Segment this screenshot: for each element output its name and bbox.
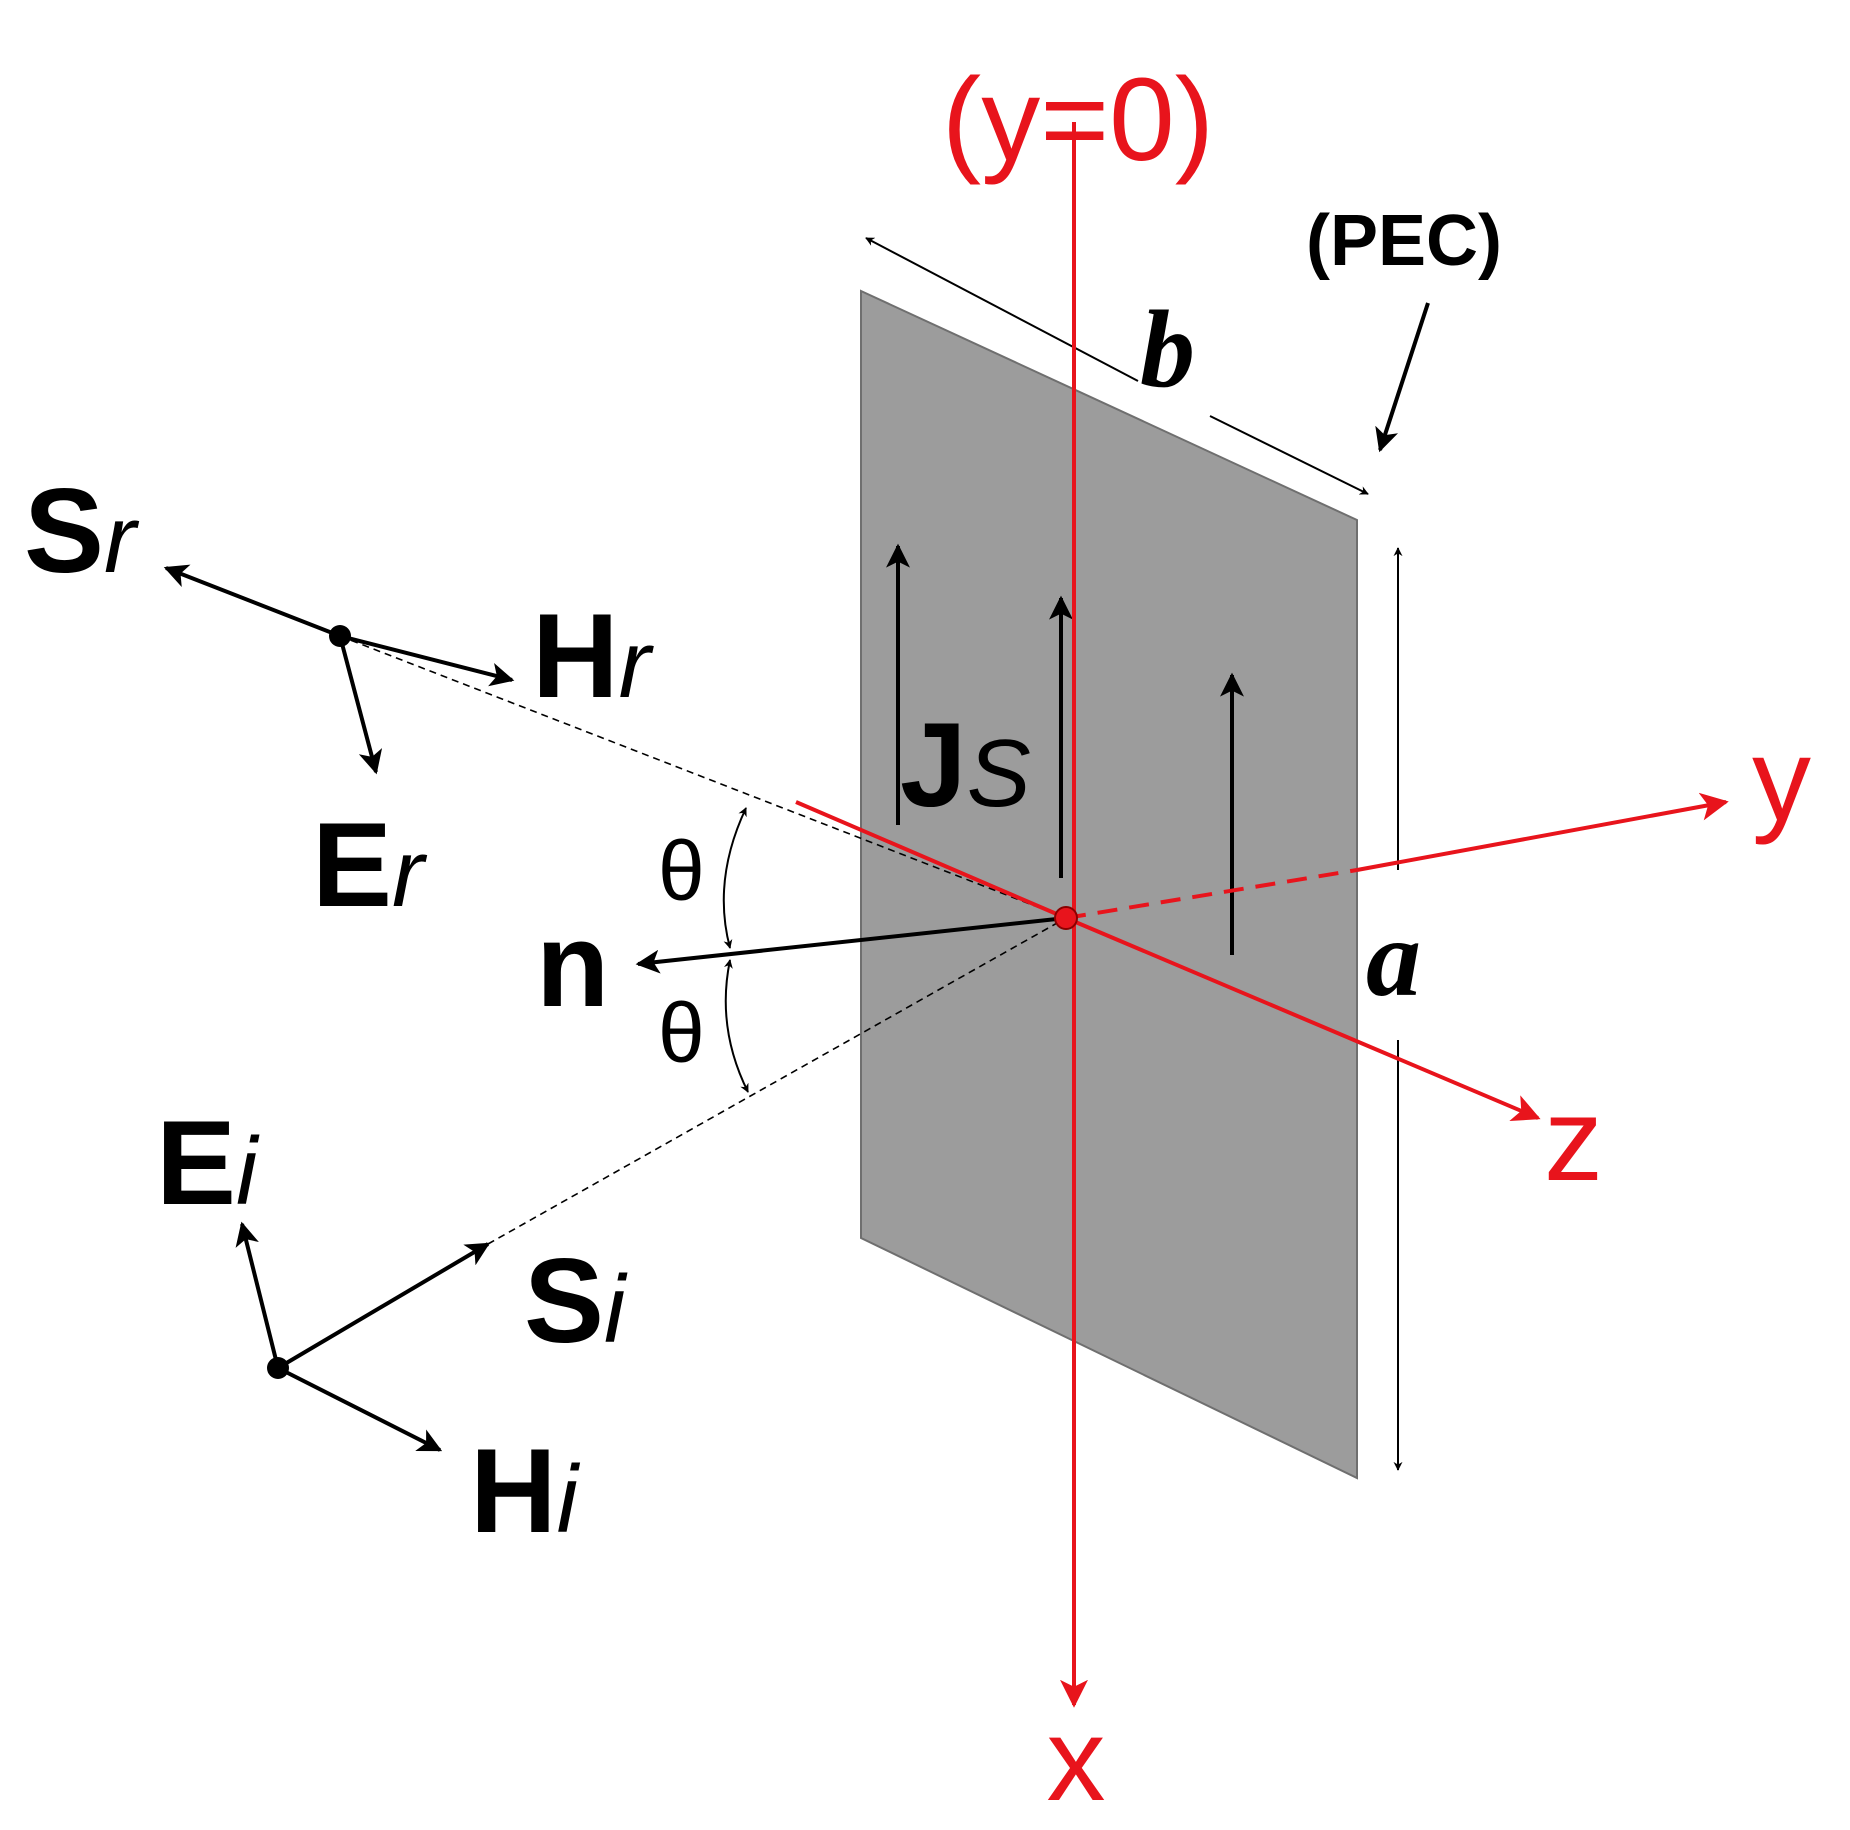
e-incident-arrow xyxy=(235,1221,280,1369)
pec-pointer-arrow xyxy=(1375,302,1430,453)
normal-arrow xyxy=(635,916,1067,974)
e-incident-label: Ei xyxy=(156,1096,260,1230)
origin-dot xyxy=(1054,906,1078,930)
h-incident-arrow xyxy=(277,1366,443,1452)
axis-z-label: z xyxy=(1544,1074,1603,1206)
reflected-origin-dot xyxy=(329,625,351,647)
poynting-reflected-label: Sr xyxy=(24,464,140,598)
angle-arc-bottom xyxy=(723,959,749,1093)
z-axis-back xyxy=(795,800,1067,920)
poynting-incident-label: Si xyxy=(524,1234,628,1368)
current-label: JS xyxy=(900,698,1031,832)
reflected-ray-line xyxy=(339,635,1067,919)
normal-label: n xyxy=(536,898,609,1032)
poynting-reflected-arrow xyxy=(163,564,341,638)
dimension-a-label: a xyxy=(1366,897,1421,1019)
axis-y-label: y xyxy=(1752,714,1811,846)
incident-origin-dot xyxy=(267,1357,289,1379)
h-reflected-label: Hr xyxy=(532,589,655,723)
angle-arc-top xyxy=(722,807,747,949)
e-reflected-label: Er xyxy=(312,798,428,932)
z-axis-arrow xyxy=(1065,916,1541,1122)
e-reflected-arrow xyxy=(338,635,383,775)
y-axis-dashed xyxy=(1065,868,1358,920)
angle-bottom-label: θ xyxy=(658,986,705,1080)
origin-plane-label: (y=0) xyxy=(942,54,1214,186)
angle-top-label: θ xyxy=(658,824,705,918)
y-axis-arrow xyxy=(1356,792,1729,872)
incident-ray-line xyxy=(487,917,1067,1245)
pec-plate xyxy=(860,289,1358,1480)
dimension-b-arrow-upper xyxy=(865,237,1139,382)
h-reflected-arrow xyxy=(339,634,515,687)
dimension-b-arrow-lower xyxy=(1209,415,1369,495)
material-label: (PEC) xyxy=(1306,201,1502,281)
axis-x-label: x xyxy=(1047,1694,1106,1826)
dimension-b-label: b xyxy=(1140,288,1195,410)
poynting-incident-arrow xyxy=(276,1242,491,1370)
h-incident-label: Hi xyxy=(470,1424,581,1558)
